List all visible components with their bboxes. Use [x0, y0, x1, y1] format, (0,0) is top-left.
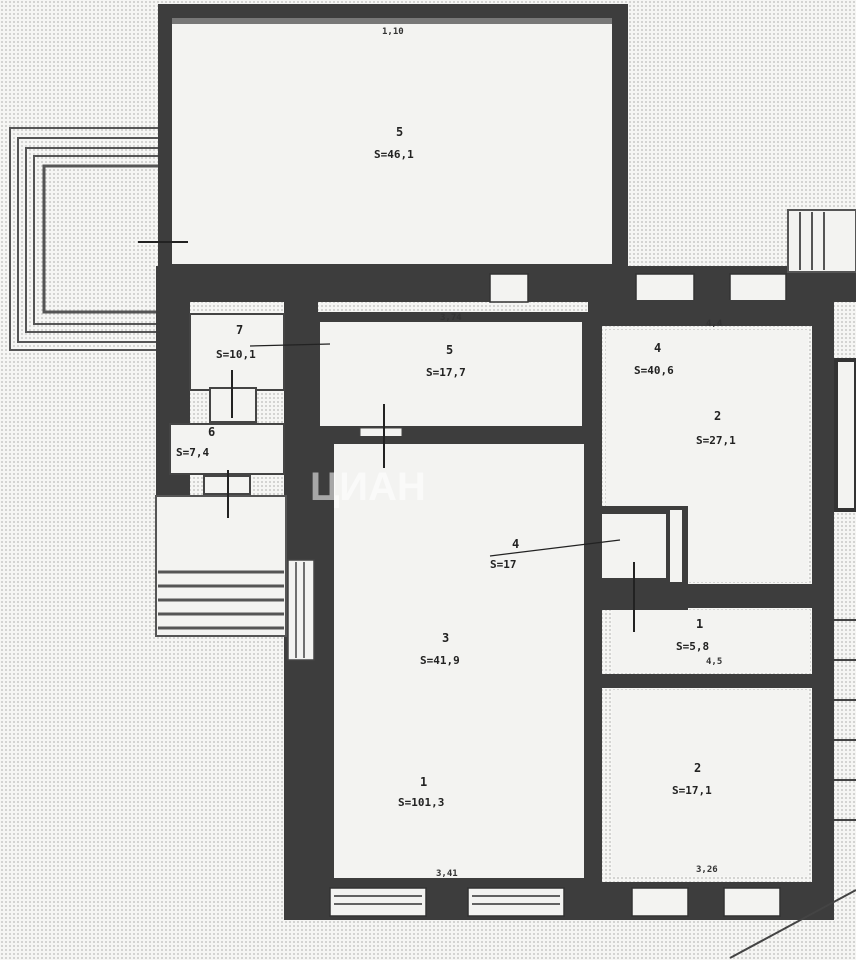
dim-bottom-left: 3,41: [436, 869, 458, 879]
room-label-1-number: 1: [420, 775, 427, 789]
room-label-5-area: S=17,7: [426, 366, 466, 379]
windows-bottom: [329, 887, 781, 917]
right-steps: [729, 619, 856, 959]
room-bath: [596, 506, 688, 610]
room-label-3-area: S=41,9: [420, 654, 460, 667]
room-label-7-area: S=10,1: [216, 348, 256, 361]
room-label-1b-area: S=5,8: [676, 640, 709, 653]
section-markers: [138, 241, 635, 632]
room-label-4-area: S=17: [490, 558, 517, 571]
room-label-2b-area: S=17,1: [672, 784, 712, 797]
room-label-6-area: S=7,4: [176, 446, 209, 459]
room-label-5-number: 5: [446, 343, 453, 357]
dim-top-width: 1,10: [382, 27, 404, 37]
room-label-1b-number: 1: [696, 617, 703, 631]
left-balcony: [9, 127, 162, 351]
room-label-top-number: 5: [396, 125, 403, 139]
watermark: ЦИАН: [310, 465, 426, 509]
room-label-2a-number: 2: [714, 409, 721, 423]
room-6: [169, 423, 285, 495]
room-label-6-number: 6: [208, 425, 215, 439]
right-rooms-walls: [588, 300, 816, 890]
room-label-7-number: 7: [236, 323, 243, 337]
dim-bottom-right: 3,26: [696, 865, 718, 875]
room-label-4a-number: 4: [654, 341, 661, 355]
dim-r5-width: 3,74: [440, 313, 462, 323]
dim-r4a-width: 4,4: [706, 319, 723, 329]
room-label-4a-area: S=40,6: [634, 364, 674, 377]
room-label-3-number: 3: [442, 631, 449, 645]
room-label-4-number: 4: [512, 537, 519, 551]
room-label-2b-number: 2: [694, 761, 701, 775]
right-edge: [787, 209, 856, 512]
room-label-1-area: S=101,3: [398, 796, 444, 809]
left-porch: [155, 495, 315, 661]
dim-r1b-extra: 4,5: [706, 657, 722, 667]
room-hall: [318, 436, 590, 886]
room-5: [318, 312, 588, 443]
top-room-walls: [158, 4, 628, 276]
room-label-2a-area: S=27,1: [696, 434, 736, 447]
room-label-top-area: S=46,1: [374, 148, 414, 161]
